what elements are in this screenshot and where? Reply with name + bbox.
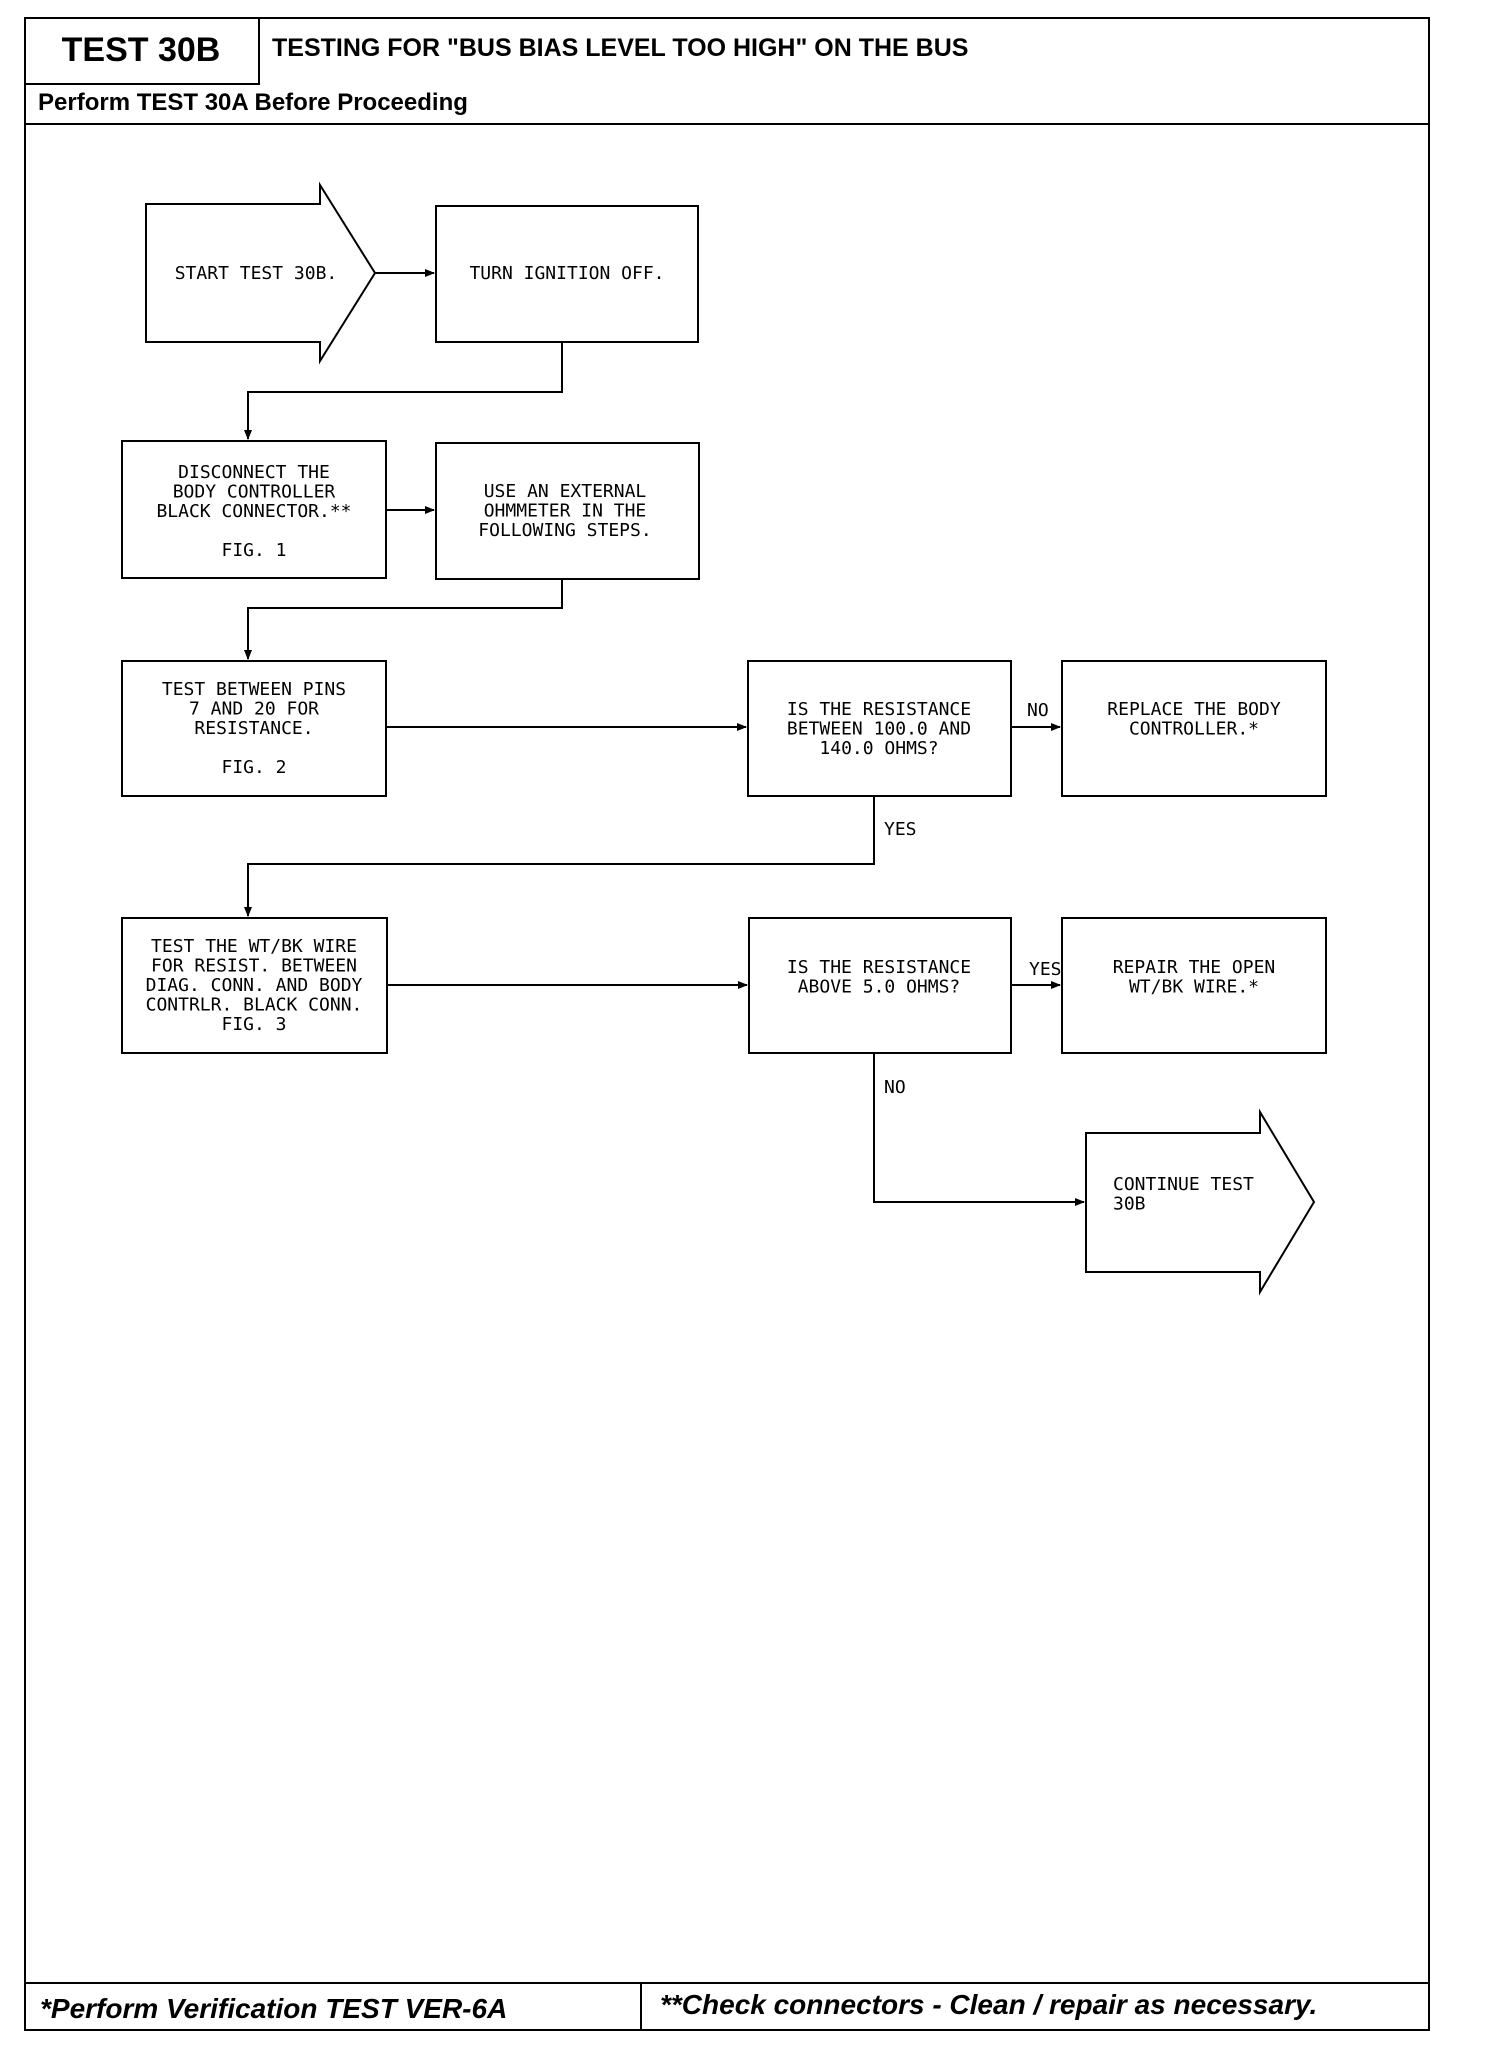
flow-text-line: TEST THE WT/BK WIRE (151, 936, 357, 957)
connector-ohmmeter-to-test-pins (244, 579, 563, 660)
start-text: START TEST 30B. (175, 263, 338, 284)
flow-text-line: 140.0 OHMS? (819, 738, 938, 759)
connector-decision2-no (873, 1053, 1085, 1206)
flow-text-line: FOLLOWING STEPS. (478, 520, 651, 541)
flow-text-line: FIG. 2 (221, 757, 286, 778)
flow-text-line: REPAIR THE OPEN (1113, 957, 1276, 978)
flow-text-line: CONTROLLER.* (1129, 719, 1259, 740)
ignition-off-box (435, 205, 699, 343)
replace-box (1061, 660, 1327, 797)
page-subtitle: Perform TEST 30A Before Proceeding (38, 89, 468, 116)
decision2-box (748, 917, 1012, 1054)
flow-text-line: USE AN EXTERNAL (484, 481, 647, 502)
ohmmeter-box (435, 442, 700, 580)
test-wire-box (121, 917, 388, 1054)
decision2-yes-label: YES (1029, 959, 1062, 980)
flow-text-line: FIG. 1 (221, 540, 286, 561)
page-title: TESTING FOR "BUS BIAS LEVEL TOO HIGH" ON… (272, 34, 969, 62)
flow-text-line: BLACK CONNECTOR.** (156, 501, 351, 522)
flow-text-line: 7 AND 20 FOR (189, 699, 319, 720)
flow-text-line: DISCONNECT THE (178, 462, 330, 483)
decision1-box (747, 660, 1012, 797)
flow-text-line: IS THE RESISTANCE (787, 957, 971, 978)
start-arrow-shape (145, 181, 377, 365)
decision2-no-label: NO (884, 1077, 906, 1098)
flow-text-line: BODY CONTROLLER (173, 482, 336, 503)
flow-text-line: CONTRLR. BLACK CONN. (146, 995, 363, 1016)
flow-text-line: BETWEEN 100.0 AND (787, 719, 971, 740)
flow-text-line: REPLACE THE BODY (1107, 699, 1281, 720)
ignition-off-text: TURN IGNITION OFF. (469, 263, 664, 284)
header-divider (24, 123, 1430, 125)
test-id: TEST 30B (24, 17, 260, 85)
flow-text-line: ABOVE 5.0 OHMS? (798, 977, 961, 998)
repair-box (1061, 917, 1327, 1054)
flow-text-line: FIG. 3 (221, 1014, 286, 1035)
flow-text-line: WT/BK WIRE.* (1129, 977, 1259, 998)
flow-text-line: RESISTANCE. (194, 718, 313, 739)
decision1-yes-label: YES (884, 819, 917, 840)
continue-arrow-shape (1085, 1108, 1316, 1296)
footer-divider (24, 1982, 1430, 1984)
flow-text-line: START TEST 30B. (175, 263, 338, 284)
footer-verification-note: *Perform Verification TEST VER-6A (40, 1993, 508, 2024)
flow-text-line: TEST BETWEEN PINS (162, 679, 346, 700)
page-border (24, 17, 1430, 2031)
footer-separator (640, 1982, 642, 2031)
flow-text-line: DIAG. CONN. AND BODY (146, 975, 363, 996)
flow-text-line: FOR RESIST. BETWEEN (151, 956, 357, 977)
decision1-no-label: NO (1027, 700, 1049, 721)
flow-text-line: OHMMETER IN THE (484, 501, 647, 522)
flow-text-line: IS THE RESISTANCE (787, 699, 971, 720)
connector-decision1-yes (244, 796, 875, 917)
flow-text-line: 30B (1113, 1194, 1146, 1215)
footer-connector-note: **Check connectors - Clean / repair as n… (660, 1989, 1318, 2020)
connector-ignition-to-disconnect (244, 342, 563, 440)
flow-text-line: CONTINUE TEST (1113, 1174, 1254, 1195)
test-pins-box (121, 660, 387, 797)
flow-text-line: TURN IGNITION OFF. (469, 263, 664, 284)
